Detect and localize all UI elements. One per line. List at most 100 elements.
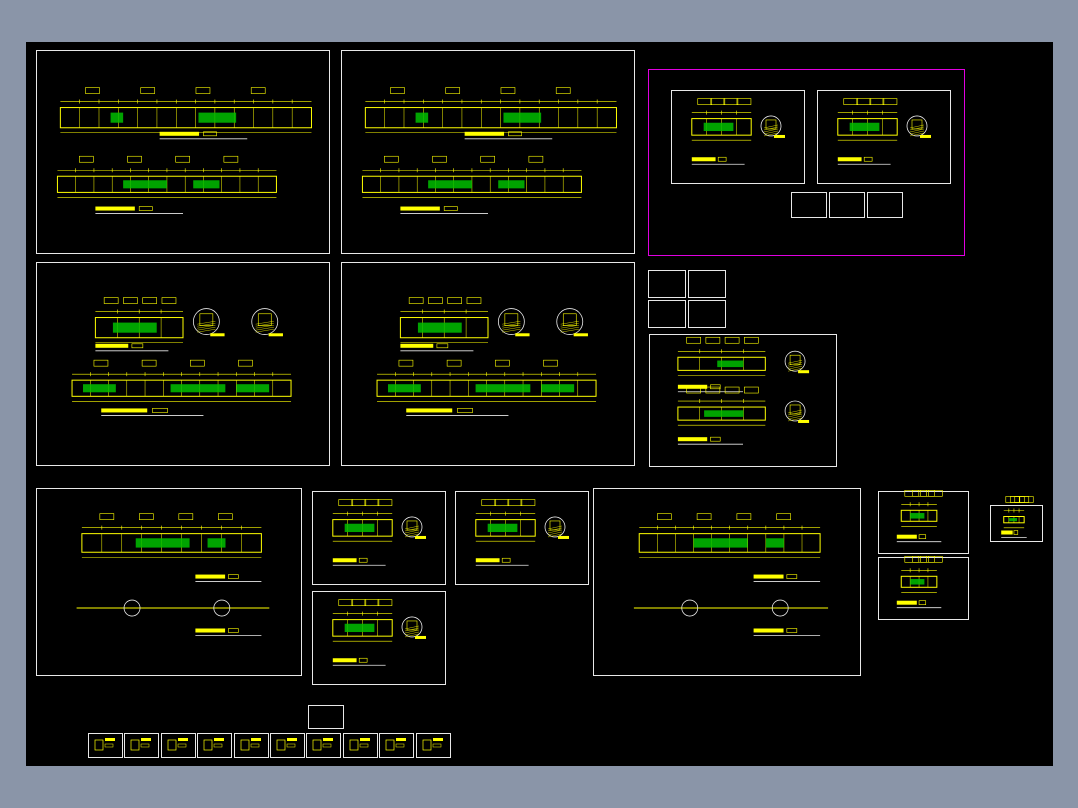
- callout-tag: [1009, 496, 1025, 503]
- hatch-line: [255, 324, 274, 329]
- sheet-15[interactable]: [990, 496, 1043, 542]
- sheet-13[interactable]: [878, 490, 969, 554]
- glass-panel: [910, 579, 925, 585]
- sheet-3b[interactable]: [817, 90, 951, 184]
- glass-panel: [541, 384, 575, 393]
- detail-3d[interactable]: [829, 192, 865, 218]
- detail-label: [774, 134, 785, 138]
- glass-panel: [910, 513, 925, 519]
- strip-detail-drawing: [422, 738, 443, 751]
- title-scale: [436, 343, 449, 349]
- plan-detail-circle: [771, 599, 789, 617]
- hatch-line: [560, 324, 579, 329]
- sheet-12[interactable]: [593, 488, 861, 676]
- strip-label: [177, 738, 188, 741]
- detail-6a[interactable]: [648, 270, 686, 298]
- detail-6d[interactable]: [688, 300, 726, 328]
- glass-panel: [498, 180, 525, 189]
- strip-label: [250, 738, 261, 741]
- callout-tag: [480, 155, 495, 163]
- detail-strip: [88, 733, 452, 758]
- strip-detail-7[interactable]: [306, 733, 342, 758]
- sheet-1-drawing: [56, 87, 312, 214]
- strip-label: [105, 738, 115, 741]
- hatch-line: [788, 413, 803, 418]
- callout-tag: [351, 499, 367, 506]
- detail-3c[interactable]: [791, 192, 827, 218]
- hatch-line: [909, 124, 925, 129]
- strip-detail-2[interactable]: [124, 733, 160, 758]
- sheet-10[interactable]: [455, 491, 589, 585]
- detail-6c[interactable]: [648, 300, 686, 328]
- strip-detail-9[interactable]: [379, 733, 415, 758]
- sheet-5-drawing: [376, 297, 597, 416]
- callout-tag: [928, 556, 943, 563]
- drawing-model-space[interactable]: [26, 42, 1053, 766]
- hatch-line: [404, 633, 420, 638]
- hatch-line: [404, 525, 420, 530]
- strip-detail-8[interactable]: [342, 733, 378, 758]
- detail-circle: [401, 516, 423, 538]
- callout-tag: [705, 336, 721, 344]
- strip-detail-6[interactable]: [270, 733, 305, 758]
- sheet-7-drawing: [677, 336, 810, 445]
- hatch-line: [909, 126, 925, 131]
- legend-block[interactable]: [308, 705, 344, 729]
- title-text: [677, 437, 708, 442]
- detail-section: [789, 354, 801, 365]
- callout-tag: [364, 599, 380, 606]
- strip-detail-5[interactable]: [233, 733, 269, 758]
- glass-panel: [849, 122, 880, 132]
- strip-detail-1[interactable]: [88, 733, 123, 758]
- strip-detail-drawing: [167, 738, 188, 751]
- detail-label: [573, 333, 588, 337]
- glass-panel: [236, 384, 270, 393]
- hatch-line: [255, 320, 274, 325]
- callout-tag: [161, 297, 177, 304]
- callout-tag: [904, 490, 920, 497]
- glass-panel: [693, 538, 748, 548]
- elevation-outline: [677, 356, 766, 371]
- title-text: [1001, 530, 1013, 535]
- strip-post: [422, 739, 431, 751]
- callout-tag: [1005, 496, 1021, 503]
- strip-label-box: [213, 743, 223, 748]
- sheet-14-drawing: [896, 556, 943, 609]
- callout-tag: [495, 359, 510, 367]
- detail-3e[interactable]: [867, 192, 903, 218]
- detail-6b[interactable]: [688, 270, 726, 298]
- title-scale: [457, 408, 473, 413]
- hatch-line: [404, 529, 420, 534]
- strip-detail-10[interactable]: [415, 733, 451, 758]
- callout-tag: [79, 155, 94, 163]
- callout-tag: [912, 490, 927, 497]
- sheet-9-drawing: [332, 499, 426, 566]
- sheet-1[interactable]: [36, 50, 330, 254]
- callout-tag: [507, 499, 523, 506]
- callout-tag: [141, 359, 157, 367]
- sheet-7[interactable]: [649, 334, 837, 467]
- sheet-2-drawing: [361, 87, 617, 214]
- sheet-4[interactable]: [36, 262, 330, 466]
- detail-section: [765, 119, 777, 130]
- hatch-line: [404, 527, 420, 532]
- strip-detail-4[interactable]: [197, 733, 233, 758]
- sheet-3-selected[interactable]: [648, 69, 965, 256]
- hatch-line: [547, 531, 563, 536]
- sheet-11[interactable]: [312, 591, 446, 685]
- callout-tag: [195, 87, 211, 94]
- sheet-8[interactable]: [36, 488, 302, 676]
- title-text: [332, 658, 357, 663]
- strip-detail-3[interactable]: [160, 733, 196, 758]
- hatch-line: [197, 320, 216, 325]
- sheet-2[interactable]: [341, 50, 635, 254]
- sheet-9[interactable]: [312, 491, 446, 585]
- sheet-14[interactable]: [878, 556, 969, 620]
- callout-tag: [520, 499, 536, 506]
- glass-panel: [717, 360, 744, 368]
- plan-detail-circle: [123, 599, 141, 617]
- glass-panel: [170, 384, 226, 393]
- sheet-5[interactable]: [341, 262, 635, 466]
- detail-circle: [556, 308, 584, 335]
- sheet-3a[interactable]: [671, 90, 805, 184]
